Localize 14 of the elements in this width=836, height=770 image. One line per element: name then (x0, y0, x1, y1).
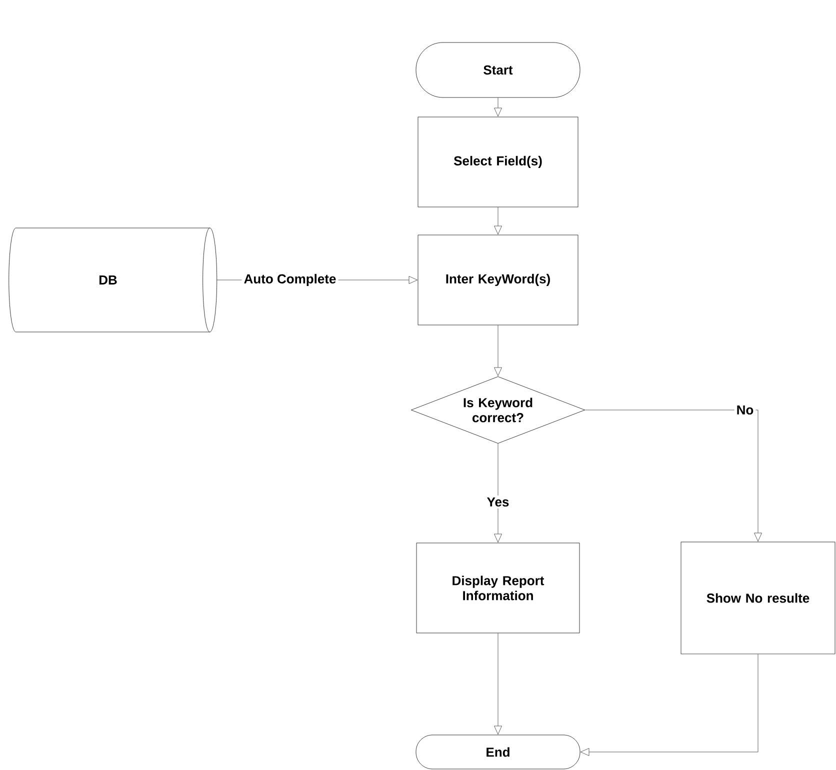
process-box: Select Field(s) (418, 116, 578, 208)
arrow (494, 98, 502, 116)
edge-label: No (734, 403, 756, 417)
database-cylinder: DB (8, 228, 218, 332)
process-box: Show No resulte (680, 542, 836, 654)
edge-label: Yes (484, 495, 512, 509)
arrow (494, 324, 502, 376)
edge-label: Auto Complete (242, 272, 338, 288)
arrow (584, 410, 762, 542)
arrow (494, 632, 502, 734)
process-box: Display Report Information (416, 542, 580, 634)
arrow (580, 654, 758, 756)
process-box: Inter KeyWord(s) (418, 234, 578, 326)
arrow (494, 206, 502, 234)
